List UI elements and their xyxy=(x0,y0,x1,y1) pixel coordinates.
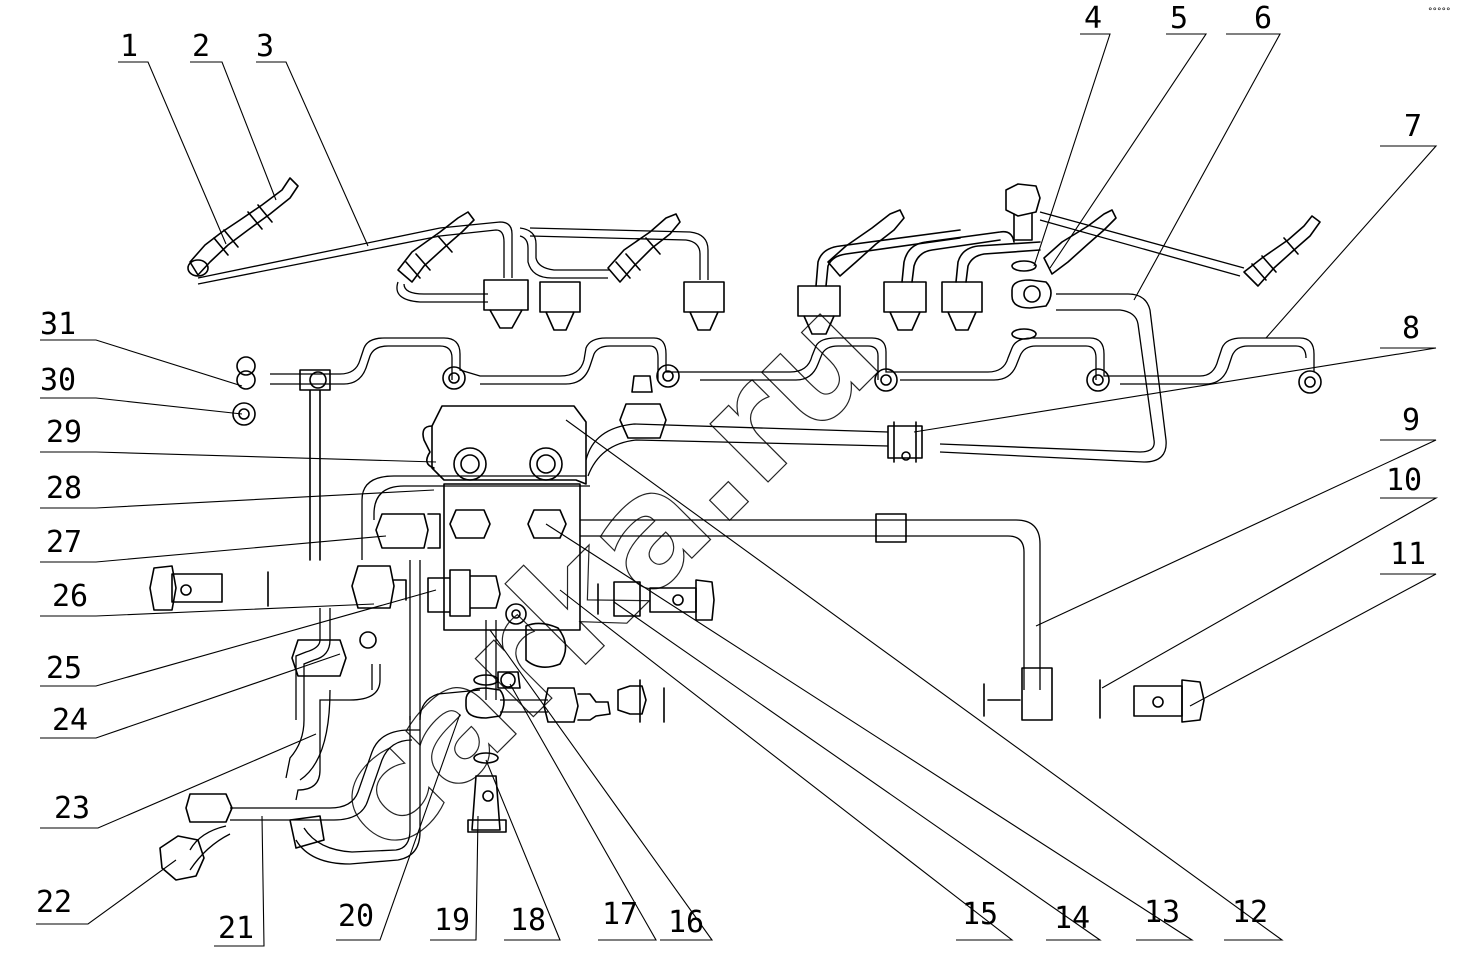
lower-left-pipes xyxy=(159,560,481,881)
callout-21: 21 xyxy=(218,911,254,946)
nut-row-left xyxy=(483,279,725,331)
callout-8: 8 xyxy=(1402,311,1420,346)
callout-6: 6 xyxy=(1254,1,1272,36)
vent-fitting xyxy=(585,375,889,477)
leak-off-line xyxy=(232,337,1322,561)
callout-4: 4 xyxy=(1084,1,1102,36)
callout-18: 18 xyxy=(510,903,546,938)
corner-mark: °°°°° xyxy=(1428,7,1451,17)
banjo-bolt-left xyxy=(149,565,269,611)
banjo-bolt-upper xyxy=(1005,183,1052,340)
pipe-sleeve xyxy=(875,513,907,543)
callout-3: 3 xyxy=(256,29,274,64)
callout-15: 15 xyxy=(962,897,998,932)
callout-1: 1 xyxy=(120,29,138,64)
callout-24: 24 xyxy=(52,703,88,738)
callout-31: 31 xyxy=(40,307,76,342)
lower-centre-fittings xyxy=(465,603,665,833)
nut-row-right xyxy=(797,281,983,335)
callout-13: 13 xyxy=(1144,895,1180,930)
clamp-block xyxy=(887,421,923,463)
upper-left-injection-pipe xyxy=(197,221,513,285)
callout-30: 30 xyxy=(40,363,76,398)
injector-upper-right-a xyxy=(815,209,961,287)
callout-25: 25 xyxy=(46,651,82,686)
watermark: carka.ru xyxy=(292,265,912,885)
callout-5: 5 xyxy=(1170,1,1188,36)
callout-17: 17 xyxy=(602,897,638,932)
callout-19: 19 xyxy=(434,903,470,938)
filter-head xyxy=(422,405,587,631)
callout-7: 7 xyxy=(1404,109,1422,144)
callout-14: 14 xyxy=(1054,901,1090,936)
callout-23: 23 xyxy=(54,791,90,826)
callout-27: 27 xyxy=(46,525,82,560)
banjo-screws xyxy=(232,356,1322,426)
pipe-end-right xyxy=(983,667,1053,721)
callout-2: 2 xyxy=(192,29,210,64)
parts-drawing xyxy=(149,177,1322,881)
injector-far-right xyxy=(1039,211,1321,287)
right-supply-pipe xyxy=(580,519,1041,690)
callout-22: 22 xyxy=(36,885,72,920)
callout-9: 9 xyxy=(1402,403,1420,438)
callout-28: 28 xyxy=(46,471,82,506)
banjo-bolt-right xyxy=(1099,679,1205,723)
callout-20: 20 xyxy=(338,899,374,934)
callout-29: 29 xyxy=(46,415,82,450)
injector-upper-middle xyxy=(519,213,709,283)
injector-far-left xyxy=(187,177,299,277)
callout-11: 11 xyxy=(1390,537,1426,572)
leader-lines xyxy=(36,33,1439,947)
callout-26: 26 xyxy=(52,579,88,614)
injector-upper-right-b xyxy=(901,209,1117,283)
return-pipe xyxy=(939,293,1167,463)
injector-upper-left xyxy=(396,211,488,303)
callout-labels: 1 2 3 4 5 6 7 8 9 10 11 12 13 14 15 16 1… xyxy=(36,1,1426,946)
callout-16: 16 xyxy=(668,905,704,940)
callout-10: 10 xyxy=(1386,463,1422,498)
banjo-bolt-mid xyxy=(597,579,715,621)
callout-12: 12 xyxy=(1232,895,1268,930)
